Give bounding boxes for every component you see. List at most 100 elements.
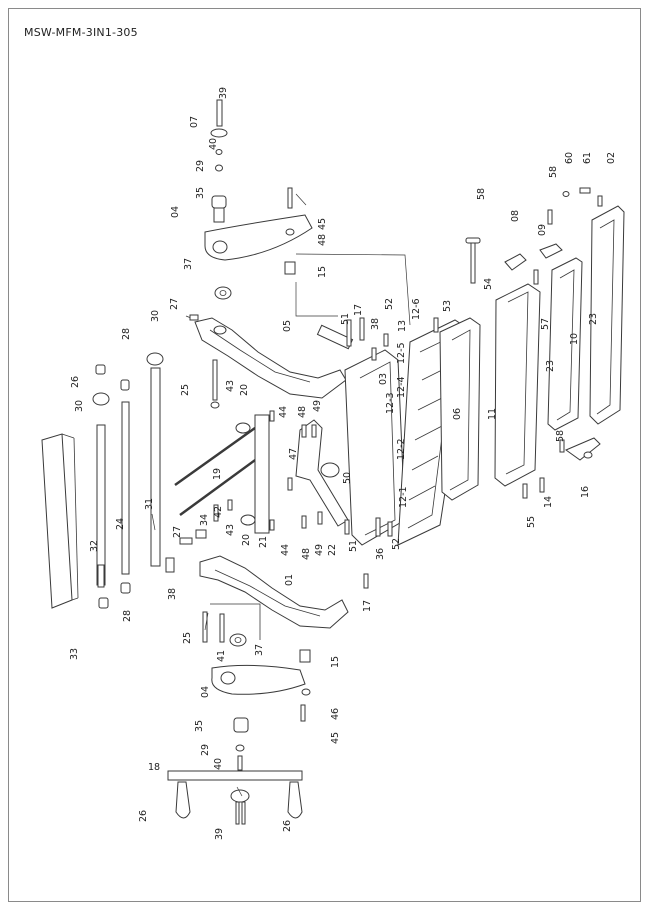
label-33: 33 [69, 648, 80, 660]
washer-46 [301, 688, 311, 696]
label-11: 11 [487, 408, 498, 420]
label-43-upper: 43 [225, 380, 236, 392]
nut-54 [533, 269, 539, 285]
label-30-upper: 30 [150, 310, 161, 322]
label-44-upper: 44 [278, 406, 289, 418]
label-31: 31 [144, 498, 155, 510]
bushing-35-stem [213, 207, 225, 223]
rail-10-assembly [547, 209, 583, 431]
label-43-lower: 43 [225, 524, 236, 536]
label-35-upper: 35 [195, 187, 206, 199]
label-20-upper: 20 [239, 384, 250, 396]
cap-28-lower-b [120, 582, 131, 594]
washer-29-upper [215, 164, 223, 172]
screw-43-lower [227, 499, 233, 511]
rod-19-b [179, 453, 263, 517]
label-25-lower: 25 [182, 632, 193, 644]
label-12-4: 12-4 [396, 376, 407, 398]
washer-43-upper [210, 401, 220, 409]
rail-06 [439, 317, 481, 501]
screw-42 [213, 504, 219, 522]
label-12-6: 12-6 [411, 298, 422, 320]
label-05: 05 [282, 320, 293, 332]
bearing-37-lower [229, 633, 247, 647]
washer-30-upper [146, 352, 164, 366]
label-08: 08 [510, 210, 521, 222]
bracket-16 [564, 437, 601, 461]
label-53: 53 [442, 300, 453, 312]
label-17-upper: 17 [353, 304, 364, 316]
cap-28-lower-a [98, 597, 109, 609]
shaft-31 [150, 367, 161, 567]
rod-24 [121, 401, 130, 575]
frame-01 [199, 555, 349, 629]
label-28-upper: 28 [121, 328, 132, 340]
label-28-lower: 28 [122, 610, 133, 622]
label-15-upper: 15 [317, 266, 328, 278]
bolt-39-upper [216, 99, 223, 127]
label-51-upper: 51 [340, 313, 351, 325]
label-04-lower: 04 [200, 686, 211, 698]
nut-15-upper [284, 261, 296, 275]
clamp-09 [539, 243, 563, 259]
rail-11 [494, 283, 541, 487]
rail-06-assembly [433, 237, 481, 501]
lower-pivot-assembly [202, 611, 311, 771]
rail-02-assembly [559, 187, 625, 461]
label-23-right: 23 [588, 313, 599, 325]
washer-60 [562, 191, 570, 197]
clip-34 [195, 529, 207, 539]
label-52-upper: 52 [384, 298, 395, 310]
screw-45-lower [300, 704, 306, 722]
screw-58-right [547, 209, 553, 225]
bolt-39-lower-a [235, 801, 240, 825]
label-34: 34 [199, 514, 210, 526]
label-18: 18 [148, 762, 160, 773]
label-21: 21 [258, 536, 269, 548]
label-04-upper: 04 [170, 206, 181, 218]
screw-48-upper [301, 424, 307, 438]
label-39-lower: 39 [214, 828, 225, 840]
rail-02 [589, 205, 625, 425]
label-29-upper: 29 [195, 160, 206, 172]
label-36: 36 [375, 548, 386, 560]
label-10: 10 [569, 333, 580, 345]
guide-21 [254, 414, 270, 534]
label-48-mid: 48 [297, 406, 308, 418]
label-41: 41 [216, 650, 227, 662]
label-17-lower: 17 [362, 600, 373, 612]
rail-11-assembly [494, 243, 563, 499]
label-58-right: 58 [548, 166, 559, 178]
roller-20-lower [240, 514, 256, 526]
label-03: 03 [378, 373, 389, 385]
knob-38-lower [165, 557, 175, 573]
label-58-lower: 58 [555, 430, 566, 442]
screw-61 [579, 187, 591, 194]
washer-40-lower [237, 755, 243, 771]
screw-49-lower [317, 511, 323, 525]
bracket-16-hole [583, 451, 593, 459]
pin-41 [219, 613, 225, 643]
label-12-5: 12-5 [396, 342, 407, 364]
label-06: 06 [452, 408, 463, 420]
label-12-3: 12-3 [385, 392, 396, 414]
label-52-lower: 52 [391, 538, 402, 550]
label-38-upper: 38 [370, 318, 381, 330]
label-54: 54 [483, 278, 494, 290]
screw-48-lower [301, 515, 307, 529]
clip-27-upper [189, 314, 199, 321]
label-15-lower: 15 [330, 656, 341, 668]
label-30-left: 30 [74, 400, 85, 412]
grip-26-right [287, 781, 303, 819]
model-code: MSW-MFM-3IN1-305 [24, 26, 138, 39]
label-37-upper: 37 [183, 258, 194, 270]
label-45-upper: 45 [317, 218, 328, 230]
label-01: 01 [284, 574, 295, 586]
label-23-center: 23 [545, 360, 556, 372]
bearing-37-upper [214, 286, 232, 300]
label-51-lower: 51 [348, 540, 359, 552]
screw-14 [539, 477, 545, 493]
label-25-upper: 25 [180, 384, 191, 396]
bolt-39-lower-b [241, 801, 246, 825]
label-48-upper: 48 [317, 234, 328, 246]
